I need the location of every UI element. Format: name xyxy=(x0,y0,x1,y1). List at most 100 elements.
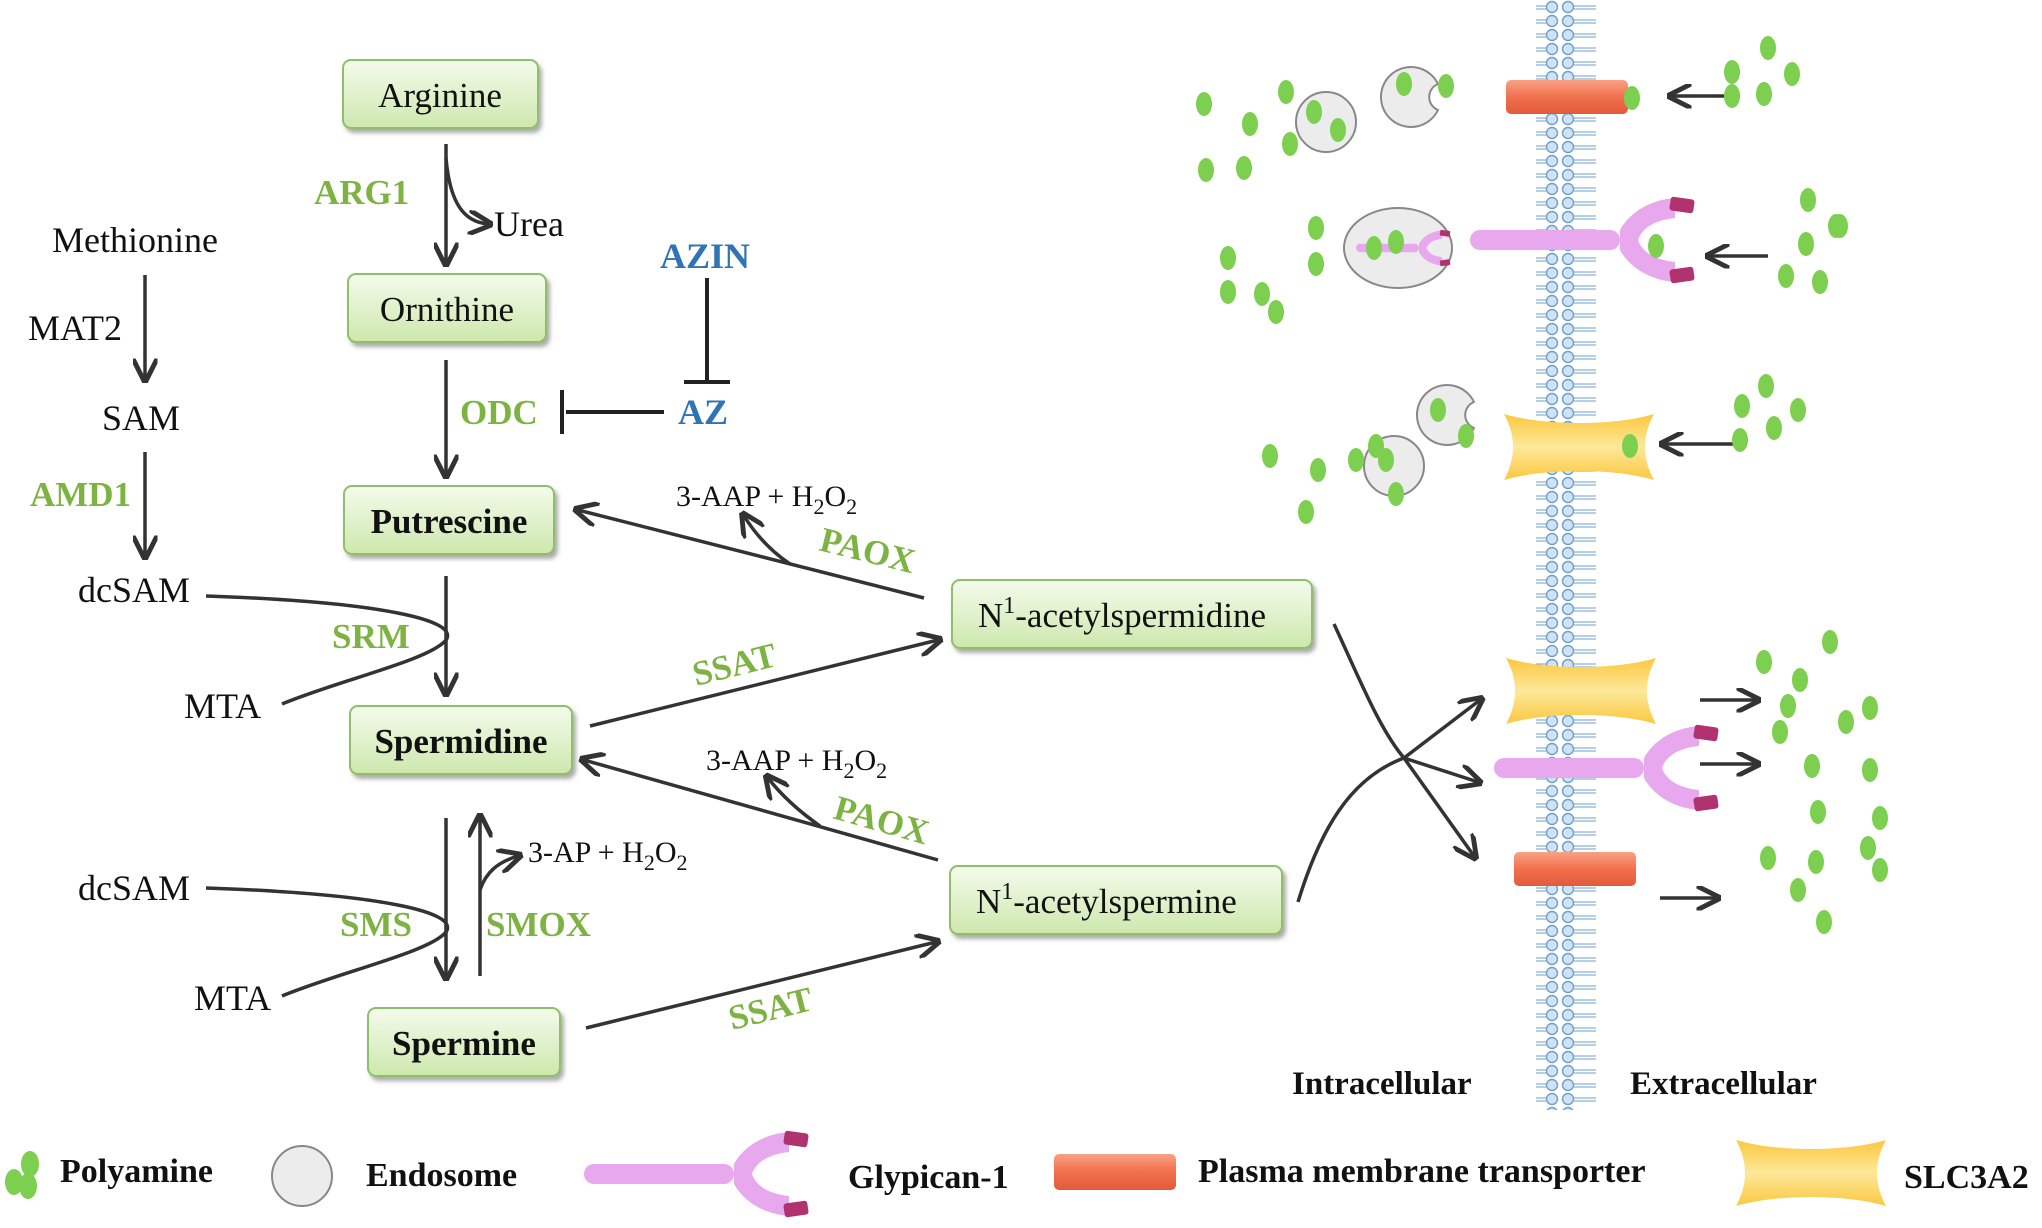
polyamine-icon xyxy=(5,1151,39,1199)
polyamine-particle xyxy=(1368,434,1384,458)
node-arginine: Arginine xyxy=(342,59,539,129)
label-urea: Urea xyxy=(494,204,564,244)
polyamine-particle xyxy=(1388,230,1404,254)
polyamine-particle xyxy=(1220,280,1236,304)
polyamine-particle xyxy=(1310,458,1326,482)
polyamine-particle xyxy=(1724,60,1740,84)
label-extracellular: Extracellular xyxy=(1630,1066,1817,1102)
node-n1-acetylspermine: N1-acetylspermine xyxy=(949,865,1283,935)
label-dcsam-bottom: dcSAM xyxy=(78,868,190,908)
legend-endosome: Endosome xyxy=(366,1157,517,1194)
polyamine-particle xyxy=(1282,132,1298,156)
label-mta-bottom: MTA xyxy=(194,978,271,1018)
legend-slc3a2: SLC3A2 xyxy=(1904,1159,2029,1196)
enzyme-sms: SMS xyxy=(340,905,412,944)
node-putrescine: Putrescine xyxy=(343,485,555,555)
polyamine-particle xyxy=(1790,878,1806,902)
polyamine-particle xyxy=(1756,650,1772,674)
svg-text:Arginine: Arginine xyxy=(378,76,502,115)
polyamine-particle xyxy=(1766,416,1782,440)
polyamine-particle xyxy=(1792,668,1808,692)
polyamine-particle xyxy=(1832,214,1848,238)
pathway-arrows xyxy=(145,96,1768,1030)
svg-text:N1-acetylspermine: N1-acetylspermine xyxy=(976,879,1237,921)
polyamine-particle xyxy=(1438,74,1454,98)
inhibition-lines xyxy=(560,278,730,434)
enzyme-ssat-bottom: SSAT xyxy=(725,979,817,1037)
legend-polyamine: Polyamine xyxy=(60,1153,213,1190)
plasma-membrane xyxy=(1536,0,1596,1110)
polyamine-particle xyxy=(1872,806,1888,830)
node-spermidine: Spermidine xyxy=(349,705,573,775)
polyamine-particle xyxy=(1330,118,1346,142)
label-intracellular: Intracellular xyxy=(1292,1066,1472,1102)
polyamine-particle xyxy=(1278,80,1294,104)
label-byproduct-smox: 3-AP + H2O2 xyxy=(528,836,687,875)
polyamine-particle xyxy=(1268,300,1284,324)
polyamine-particle xyxy=(1800,188,1816,212)
transporter-icon xyxy=(1054,1154,1176,1190)
polyamine-particle xyxy=(1308,216,1324,240)
polyamine-particle xyxy=(1790,398,1806,422)
enzyme-ssat-top: SSAT xyxy=(689,635,781,693)
polyamine-particle xyxy=(1822,630,1838,654)
svg-text:Spermidine: Spermidine xyxy=(374,722,547,761)
enzyme-arg1: ARG1 xyxy=(314,173,409,212)
polyamine-particle xyxy=(1220,246,1236,270)
node-spermine: Spermine xyxy=(367,1007,561,1077)
polyamine-particle xyxy=(1262,444,1278,468)
polyamine-particle xyxy=(1812,270,1828,294)
polyamine-particle xyxy=(1760,846,1776,870)
polyamine-particle xyxy=(1622,434,1638,458)
polyamine-particle xyxy=(1758,374,1774,398)
label-byproduct-mid: 3-AAP + H2O2 xyxy=(706,744,887,783)
polyamine-particle xyxy=(1430,398,1446,422)
slc3a2-icon xyxy=(1736,1140,1886,1206)
legend: Polyamine Endosome Glypican-1 Plasma mem… xyxy=(5,1130,2029,1218)
polyamine-particle xyxy=(1724,84,1740,108)
polyamine-particle xyxy=(1860,836,1876,860)
polyamine-particle xyxy=(1778,264,1794,288)
polyamine-particle xyxy=(1808,850,1824,874)
polyamine-particle xyxy=(1254,282,1270,306)
enzyme-srm: SRM xyxy=(332,617,410,656)
node-ornithine: Ornithine xyxy=(347,273,547,343)
polyamine-particle xyxy=(1396,72,1412,96)
polyamine-particle xyxy=(1734,394,1750,418)
label-mta-top: MTA xyxy=(184,686,261,726)
polyamine-particle xyxy=(1756,82,1772,106)
polyamine-particle xyxy=(1198,158,1214,182)
polyamine-particle xyxy=(1838,710,1854,734)
enzyme-odc: ODC xyxy=(460,393,538,432)
glypican-icon xyxy=(584,1130,809,1218)
regulator-az: AZ xyxy=(678,392,728,432)
polyamine-particle xyxy=(1798,232,1814,256)
polyamine-particle xyxy=(1308,252,1324,276)
polyamine-particle xyxy=(1378,448,1394,472)
polyamine-particle xyxy=(1816,910,1832,934)
label-mat2: MAT2 xyxy=(28,308,122,348)
label-dcsam-top: dcSAM xyxy=(78,570,190,610)
polyamine-particle xyxy=(1366,236,1382,260)
glypican-membrane-export xyxy=(1494,724,1719,812)
slc3a2-membrane-export xyxy=(1506,658,1656,724)
polyamine-particle xyxy=(1862,696,1878,720)
polyamine-particle xyxy=(1196,92,1212,116)
label-byproduct-top: 3-AAP + H2O2 xyxy=(676,480,857,519)
polyamine-particle xyxy=(1624,86,1640,110)
polyamine-particle xyxy=(1458,424,1474,448)
endosomes xyxy=(1295,66,1476,497)
polyamine-particle xyxy=(1388,482,1404,506)
polyamine-particle xyxy=(1804,754,1820,778)
polyamine-particle xyxy=(1298,500,1314,524)
label-methionine: Methionine xyxy=(52,220,218,260)
polyamine-particles xyxy=(1196,36,1888,934)
label-sam: SAM xyxy=(102,398,180,438)
svg-text:Ornithine: Ornithine xyxy=(380,290,514,329)
polyamine-particle xyxy=(1648,234,1664,258)
polyamine-particle xyxy=(1784,62,1800,86)
polyamine-particle xyxy=(1348,448,1364,472)
legend-glypican: Glypican-1 xyxy=(848,1159,1009,1196)
transporter-export xyxy=(1514,852,1636,886)
